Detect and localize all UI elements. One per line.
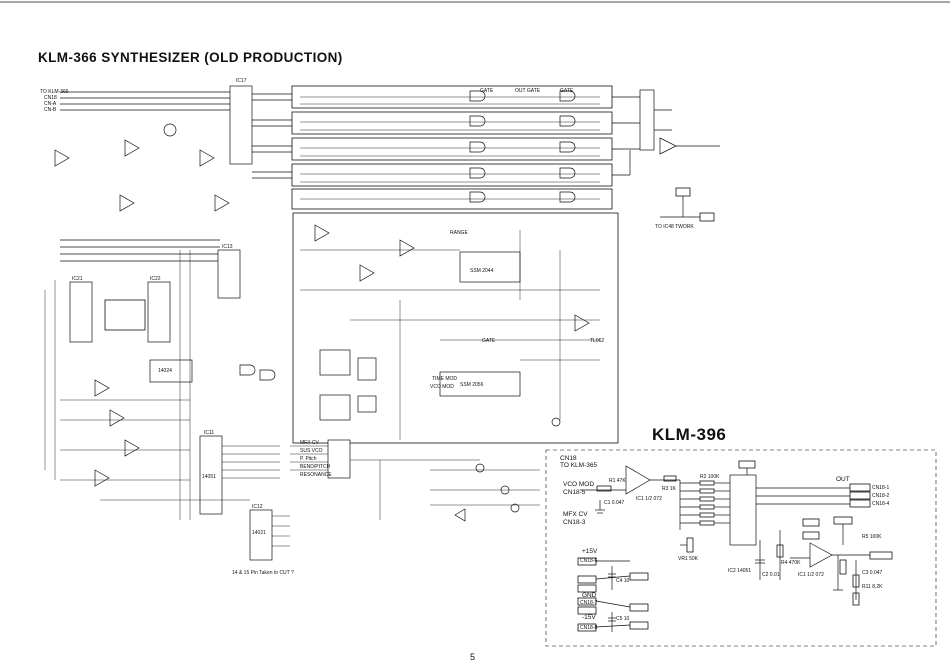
klm396-rail-gnd: GND [582,592,597,599]
left-label-mfx: MFX CV [300,440,319,446]
mid-lower-circuitry [290,439,540,522]
out-pin-1 [849,483,871,492]
klm396-out-label: OUT [836,476,850,483]
chip-label-14024: 14024 [158,368,172,374]
input-label-4: CN-B [44,107,57,113]
klm396-r3: R3 1K [662,486,676,492]
left-label-gate: GATE [482,338,496,344]
chip-label-14021: 14021 [252,530,266,536]
input-label-3: CN-A [44,101,57,107]
klm396-ic1-opamp [625,465,651,495]
chip-label-ssm2044: SSM 2044 [470,268,494,274]
ic22 [147,281,171,343]
klm396-r1: R1 47K [609,478,626,484]
ic21 [69,281,93,343]
klm396-vr1: VR1 50K [678,556,699,562]
left-label-range: RANGE [450,230,468,236]
left-label-res: RESONANCE [300,472,332,478]
chip-label-ic22: IC22 [150,276,161,282]
klm396-output-2: CN18-2 [872,493,890,499]
page-title: KLM-366 SYNTHESIZER (OLD PRODUCTION) [38,50,343,65]
klm396-r11: R11 8.2K [862,584,883,590]
ssm2044-chip [459,251,521,283]
left-label-sus: SUS VCO [300,448,323,454]
ssm2056-chip [439,371,521,397]
klm396-input-mfxcv: MFX CV [563,511,588,518]
klm396-output-1: CN18-1 [872,485,890,491]
klm396-ic1b-opamp [809,542,833,568]
klm396-connector: CN18 [560,455,577,462]
klm396-r2: R2 100K [700,474,720,480]
output-note: TO IC48 TWORK [655,224,694,230]
klm396-output-3: CN18-4 [872,501,890,507]
out-pin-2 [849,491,871,500]
klm396-ic2 [729,474,757,546]
left-label-bend: BEND/PITCH [300,464,331,470]
klm396-input-pin-1: CN18-5 [563,489,586,496]
klm396-r4: R4 470K [781,560,801,566]
gate-label-2: OUT GATE [515,88,541,94]
klm396-rail-minus15: -15V [582,614,596,621]
klm396-c2: C2 0.01 [762,572,780,578]
ic17 [229,85,253,165]
chip-label-ic11: IC11 [204,430,215,436]
chip-label-ssm2056: SSM 2056 [460,382,484,388]
klm396-power-pin-1: CN18-6 [580,558,598,564]
ic14021 [249,509,273,561]
gate-label-1: GATE [480,88,494,94]
bottom-note: 14 & 15 Pin Taken to CUT ? [232,570,294,576]
klm396-circuit [577,460,893,632]
ic14024 [149,359,193,383]
klm396-c3: C3 0.047 [862,570,883,576]
chip-label-ic13: IC13 [222,244,233,250]
klm396-ic1: IC1 1/2 072 [636,496,662,502]
left-label-timemod: TIME MOD [432,376,457,382]
chip-label-tl062: TL062 [590,338,605,344]
right-connector [612,89,720,222]
input-label-1: TO KLM-366 [40,89,69,95]
mid-circuitry [300,224,600,440]
input-label-2: CN18 [44,95,57,101]
ic14051 [199,435,223,515]
klm396-power-pin-2: CN18-7 [580,600,598,606]
klm396-box [545,449,937,647]
out-pin-3 [849,499,871,508]
klm396-ic1b: IC1 1/2 072 [798,572,824,578]
klm396-c4: C4 10 [616,578,630,584]
left-label-vcomod: VCO MOD [430,384,454,390]
klm396-input-pin-2: CN18-3 [563,519,586,526]
gate-buses [252,85,613,210]
chip-label-ic17: IC17 [236,78,247,84]
gate-label-3: GATE [560,88,574,94]
page-number: 5 [470,652,476,662]
chip-label-ic21: IC21 [72,276,83,282]
chip-label-14051: 14051 [202,474,216,480]
voice-section-box [292,212,619,444]
klm396-c5: C5 10 [616,616,630,622]
klm396-input-vcomod: VCO MOD [563,481,595,488]
klm396-connector-target: TO KLM-365 [560,462,598,469]
klm396-power-pin-3: CN18-8 [580,625,598,631]
out-pin-4 [869,551,893,560]
chip-label-ic12: IC12 [252,504,263,510]
klm396-c1: C1 0.047 [604,500,625,506]
input-bus [60,91,230,262]
klm396-title: KLM-396 [652,425,727,444]
left-circuitry [44,123,290,561]
klm396-rail-plus15: +15V [582,548,598,555]
ic13 [217,249,241,299]
klm396-ic2: IC2 14051 [728,568,752,574]
left-label-pitch: P. Pitch [300,456,317,462]
klm396-r5: R5 100K [862,534,882,540]
